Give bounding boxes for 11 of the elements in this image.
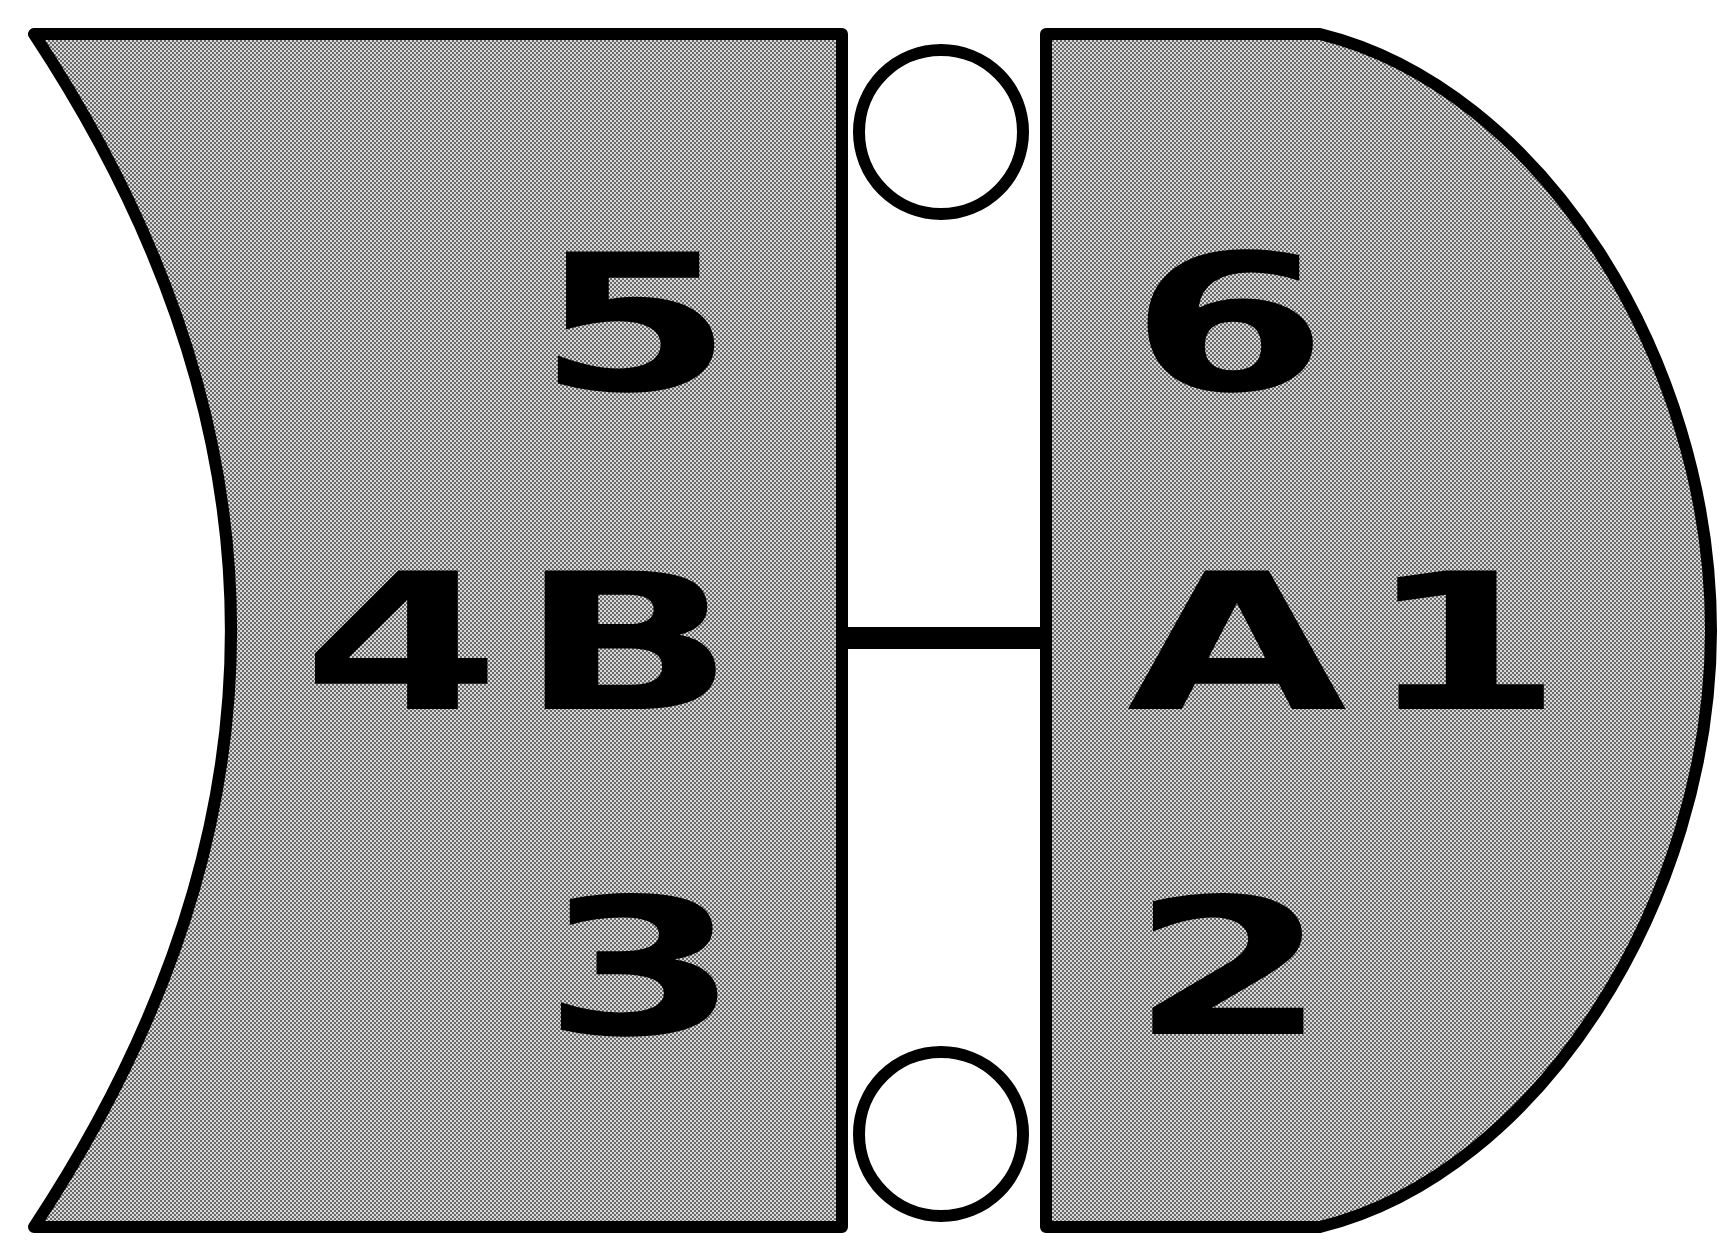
callout-number: A1 [1126, 549, 1582, 739]
circle [853, 44, 1029, 220]
concave-panel [28, 28, 848, 1233]
rounded-panel [1040, 28, 1717, 1233]
callout-number: 5 [535, 230, 753, 420]
circle [853, 1046, 1029, 1222]
callout-number: 3 [541, 874, 759, 1064]
connector-bar [848, 627, 1040, 649]
callout-number: 4B [302, 549, 754, 739]
callout-number: 6 [1129, 230, 1347, 420]
callout-number: 2 [1129, 874, 1347, 1064]
